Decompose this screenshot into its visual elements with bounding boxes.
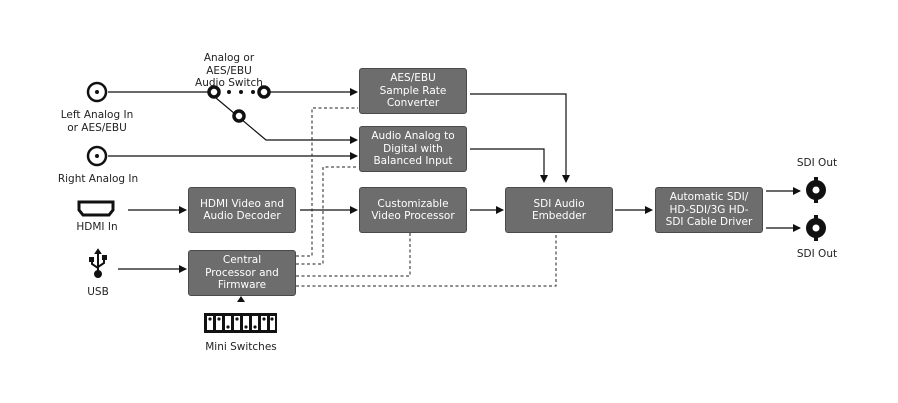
mini-switches-icon bbox=[204, 296, 277, 333]
hdmi-port-icon bbox=[77, 200, 115, 217]
right-analog-label: Right Analog In bbox=[57, 173, 139, 185]
adc-to-embedder bbox=[470, 148, 548, 183]
sdi-out-2-label: SDI Out bbox=[796, 248, 838, 260]
sdi-out-2-connector-icon bbox=[806, 215, 826, 241]
aes-to-embedder bbox=[470, 93, 570, 183]
sdi-out-1-label: SDI Out bbox=[796, 157, 838, 169]
audio-switch-label: Analog or AES/EBU Audio Switch bbox=[195, 52, 263, 89]
video-processor-box: Customizable Video Processor bbox=[359, 187, 467, 233]
usb-label: USB bbox=[87, 286, 109, 298]
sdi-out-1-connector-icon bbox=[806, 177, 826, 203]
audio-switch-icon bbox=[207, 85, 271, 123]
ctrl-adc bbox=[296, 166, 358, 265]
ctrl-aes bbox=[296, 107, 358, 257]
right-analog-connector-icon bbox=[86, 145, 108, 167]
audio-adc-box: Audio Analog to Digital with Balanced In… bbox=[359, 126, 467, 172]
central-processor-box: Central Processor and Firmware bbox=[188, 250, 296, 296]
mini-switches-label: Mini Switches bbox=[205, 341, 277, 353]
hdmi-in-label: HDMI In bbox=[76, 221, 118, 233]
ctrl-processor bbox=[296, 233, 411, 277]
ctrl-embedder bbox=[296, 233, 557, 287]
sdi-cable-driver-box: Automatic SDI/ HD-SDI/3G HD- SDI Cable D… bbox=[655, 187, 763, 233]
aes-sample-rate-converter-box: AES/EBU Sample Rate Converter bbox=[359, 68, 467, 114]
switch-to-adc bbox=[215, 97, 358, 144]
left-analog-label: Left Analog In or AES/EBU bbox=[60, 109, 134, 134]
left-analog-connector-icon bbox=[86, 81, 108, 103]
usb-icon bbox=[89, 248, 107, 278]
sdi-audio-embedder-box: SDI Audio Embedder bbox=[505, 187, 613, 233]
hdmi-decoder-box: HDMI Video and Audio Decoder bbox=[188, 187, 296, 233]
